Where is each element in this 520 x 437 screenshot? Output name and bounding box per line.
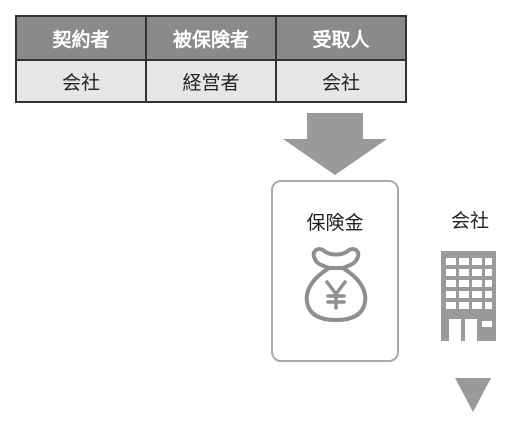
header-contractor: 契約者 — [15, 15, 147, 61]
cell-beneficiary: 会社 — [275, 59, 407, 103]
header-beneficiary: 受取人 — [275, 15, 407, 61]
cell-insured: 経営者 — [145, 59, 277, 103]
money-bag-yen-icon — [304, 247, 368, 322]
down-arrow-icon — [455, 378, 491, 412]
header-insured: 被保険者 — [145, 15, 277, 61]
table-row: 会社 経営者 会社 — [15, 59, 407, 103]
cell-contractor: 会社 — [15, 59, 147, 103]
down-arrow-icon — [283, 113, 387, 175]
policy-table: 契約者 被保険者 受取人 会社 経営者 会社 — [15, 15, 407, 103]
insurance-payout-card: 保険金 — [271, 180, 399, 362]
building-icon — [441, 251, 496, 341]
card-label: 保険金 — [306, 212, 364, 234]
company-label: 会社 — [450, 210, 489, 232]
table-header-row: 契約者 被保険者 受取人 — [15, 15, 407, 61]
